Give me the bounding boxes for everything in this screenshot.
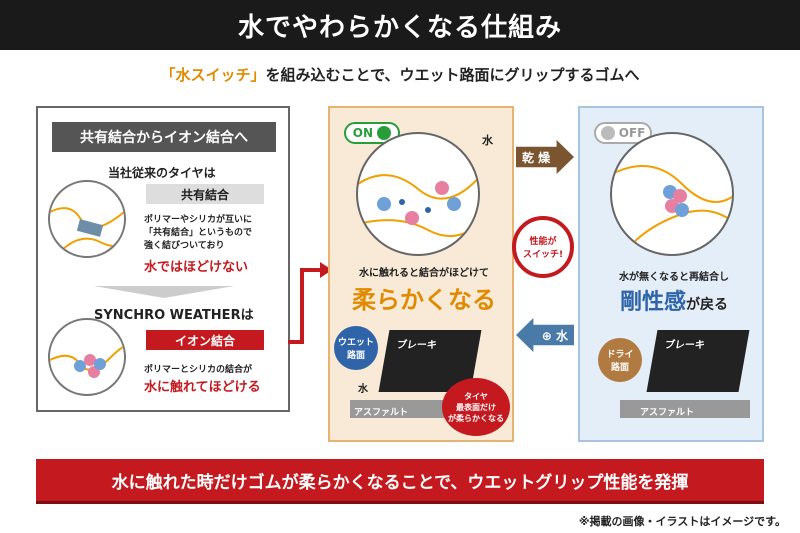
switch-badge: 性能が スイッチ! bbox=[512, 216, 574, 278]
center-water-label: 水 bbox=[482, 134, 493, 147]
asphalt-label: アスファルト bbox=[354, 408, 409, 418]
banner-text: 水に触れた時だけゴムが柔らかくなることで、ウエットグリップ性能を発揮 bbox=[111, 472, 689, 493]
ionic-closeup-circle bbox=[356, 132, 480, 256]
covalent-circle bbox=[48, 180, 126, 258]
water-arrow-icon: ⊕ 水 bbox=[516, 318, 574, 352]
left-heading: 共有結合からイオン結合へ bbox=[52, 122, 276, 152]
wet-road-badge: ウエット 路面 bbox=[334, 326, 378, 370]
connector-arrow-icon bbox=[288, 262, 332, 344]
wet-road-2: 路面 bbox=[346, 351, 365, 361]
brake-label-right: ブレーキ bbox=[663, 340, 706, 351]
synchro-label: SYNCHRO WEATHERは bbox=[94, 308, 254, 323]
right-big-b: が戻る bbox=[686, 297, 728, 313]
ionic-diagram-icon bbox=[50, 345, 124, 378]
covalent-desc: ポリマーやシリカが互いに 「共有結合」というもので 強く結びついており bbox=[144, 214, 252, 253]
on-badge: ON bbox=[344, 122, 400, 144]
right-panel: OFF 水が無くなると再結合し 剛性感が戻る ドライ 路面 ブレーキ アスファル… bbox=[578, 106, 764, 442]
dry-road-1: ドライ bbox=[606, 350, 634, 360]
covalent-emph: 水ではほどけない bbox=[144, 260, 249, 275]
switch-line-1: 性能が bbox=[529, 237, 557, 247]
off-badge: OFF bbox=[594, 122, 652, 144]
footnote: ※掲載の画像・イラストはイメージです。 bbox=[578, 515, 786, 528]
ionic-circle bbox=[48, 318, 126, 396]
dry-road-2: 路面 bbox=[610, 363, 629, 373]
covalent-desc-3: 強く結びついており bbox=[144, 241, 225, 251]
ionic-closeup-icon bbox=[358, 174, 478, 237]
tire-block-right: ブレーキ bbox=[646, 330, 750, 392]
dry-label: 乾 燥 bbox=[522, 150, 551, 165]
water-drop-icon bbox=[377, 126, 392, 140]
covalent-tag: 共有結合 bbox=[146, 184, 264, 204]
covalent-desc-2: 「共有結合」というもので bbox=[144, 228, 253, 238]
subtitle: 「水スイッチ」を組み込むことで、ウエット路面にグリップするゴムへ bbox=[0, 64, 800, 85]
wet-road-1: ウエット bbox=[337, 338, 374, 348]
right-big-a: 剛性感 bbox=[619, 290, 686, 315]
ionic-desc: ポリマーとシリカの結合が bbox=[144, 365, 253, 375]
bottom-banner: 水に触れた時だけゴムが柔らかくなることで、ウエットグリップ性能を発揮 bbox=[36, 459, 764, 501]
surface-note-2: 最表面だけ bbox=[456, 402, 496, 412]
on-label: ON bbox=[352, 126, 374, 140]
center-desc: 水に触れると結合がほどけて bbox=[359, 268, 489, 279]
subtitle-accent: 「水スイッチ」 bbox=[160, 66, 266, 84]
page-title: 水でやわらかくなる仕組み bbox=[237, 12, 562, 43]
right-desc: 水が無くなると再結合し bbox=[619, 272, 729, 283]
covalent-closeup-icon bbox=[612, 165, 732, 245]
title-bar: 水でやわらかくなる仕組み bbox=[0, 0, 800, 50]
plus-water-label: ⊕ 水 bbox=[541, 328, 568, 343]
ionic-emph: 水に触れてほどける bbox=[144, 380, 261, 395]
brake-label: ブレーキ bbox=[395, 340, 438, 351]
surface-note-badge: タイヤ 最表面だけ が柔らかくなる bbox=[442, 378, 510, 436]
dry-arrow-icon: 乾 燥 bbox=[516, 140, 574, 174]
covalent-diagram-icon bbox=[50, 207, 124, 253]
surface-note-3: が柔らかくなる bbox=[448, 413, 504, 423]
subtitle-rest: を組み込むことで、ウエット路面にグリップするゴムへ bbox=[265, 66, 640, 84]
covalent-closeup-circle bbox=[610, 132, 734, 256]
down-arrow-icon bbox=[94, 286, 234, 298]
asphalt-label-right: アスファルト bbox=[640, 408, 695, 418]
covalent-desc-1: ポリマーやシリカが互いに bbox=[144, 215, 253, 225]
off-label: OFF bbox=[618, 126, 646, 140]
center-big: 柔らかくなる bbox=[352, 286, 496, 314]
right-big: 剛性感が戻る bbox=[594, 284, 754, 316]
ionic-tag: イオン結合 bbox=[146, 330, 264, 350]
dry-drop-icon bbox=[600, 126, 615, 140]
center-panel: ON 水 水に触れると結合がほどけて 柔らかくなる ウエット 路面 ブレーキ 水… bbox=[328, 106, 514, 442]
surface-note-1: タイヤ bbox=[464, 391, 488, 401]
switch-line-2: スイッチ! bbox=[522, 250, 564, 260]
conventional-label: 当社従来のタイヤは bbox=[108, 166, 216, 180]
left-panel: 共有結合からイオン結合へ 当社従来のタイヤは 共有結合 ポリマーやシリカが互いに… bbox=[36, 106, 290, 412]
asphalt-strip-right: アスファルト bbox=[620, 400, 750, 418]
water-small-label: 水 bbox=[358, 384, 368, 395]
dry-road-badge: ドライ 路面 bbox=[598, 338, 642, 382]
